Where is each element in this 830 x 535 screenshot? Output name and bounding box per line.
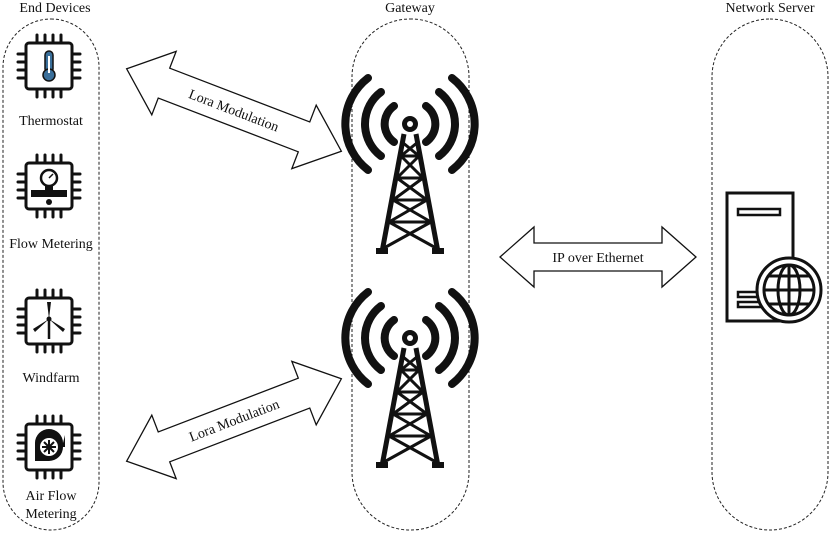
server-globe-icon — [725, 191, 823, 324]
ip-ethernet-label: IP over Ethernet — [552, 251, 643, 266]
device-label-metering: Metering — [25, 507, 76, 522]
gateway-title: Gateway — [385, 1, 435, 16]
lora-arrow-bottom: Lora Modulation — [125, 360, 343, 480]
device-label-flow-metering: Flow Metering — [9, 237, 93, 252]
gateway-container — [351, 18, 470, 531]
network-server-title: Network Server — [725, 1, 814, 16]
end-devices-title: End Devices — [19, 1, 90, 16]
thermometer-chip-icon — [16, 33, 82, 99]
radio-tower-icon — [345, 292, 474, 468]
device-label-air-flow: Air Flow — [26, 489, 78, 504]
end-devices-container — [2, 18, 100, 531]
device-label-thermostat: Thermostat — [19, 114, 83, 129]
device-label-windfarm: Windfarm — [23, 371, 80, 386]
fan-chip-icon — [16, 414, 82, 480]
network-server-container — [711, 18, 829, 531]
wind-turbine-chip-icon — [16, 288, 82, 354]
radio-tower-icon — [345, 78, 474, 254]
lora-arrow-top: Lora Modulation — [125, 50, 343, 170]
ip-ethernet-arrow: IP over Ethernet — [499, 225, 697, 289]
flow-meter-chip-icon — [16, 153, 82, 219]
